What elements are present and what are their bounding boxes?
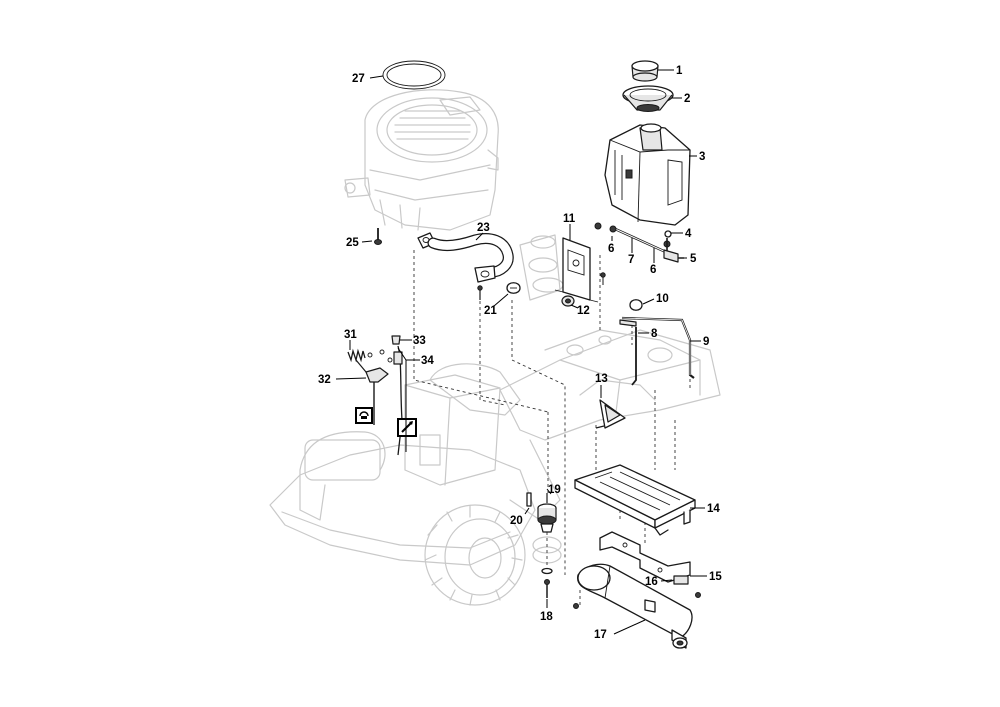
callout-8: 8 <box>651 328 658 340</box>
part-7-fuel-line <box>609 225 671 255</box>
part-6-clamp <box>594 222 602 230</box>
leader-lines <box>335 69 707 635</box>
callout-12: 12 <box>577 305 590 317</box>
callout-4: 4 <box>685 228 692 240</box>
part-19-fuel-filter <box>537 493 557 533</box>
callout-6a: 6 <box>608 243 614 255</box>
callout-32: 32 <box>318 374 331 386</box>
part-27-gasket-ring <box>382 60 446 90</box>
callout-labels: 1 2 3 4 5 6 6 7 8 9 10 11 12 13 14 15 16… <box>318 65 722 641</box>
part-8-cable <box>631 327 637 386</box>
part-14-heat-shield <box>574 464 696 536</box>
part-2-fuel-strainer <box>622 85 674 112</box>
callout-18: 18 <box>540 611 553 623</box>
part-10-clip <box>619 299 643 327</box>
callout-19: 19 <box>548 484 561 496</box>
callout-7: 7 <box>628 254 634 266</box>
callout-10: 10 <box>656 293 669 305</box>
throttle-decal-icon <box>397 418 417 437</box>
callout-2: 2 <box>684 93 690 105</box>
engine-ghost <box>344 89 499 231</box>
part-9-rod <box>621 316 695 379</box>
part-33-knob <box>391 335 401 345</box>
callout-5: 5 <box>690 253 697 265</box>
callout-34: 34 <box>421 355 434 367</box>
mower-chassis-ghost <box>269 234 721 606</box>
part-5-valve <box>663 249 684 263</box>
part-31-spring <box>347 348 366 363</box>
part-34-throttle-cable <box>393 345 403 456</box>
part-17-muffler <box>573 563 693 649</box>
part-13-shield-plate <box>595 399 626 429</box>
part-32-lever <box>355 349 393 425</box>
part-15-bracket <box>599 531 691 583</box>
callout-9: 9 <box>703 336 709 348</box>
part-3-fuel-tank <box>604 123 691 226</box>
callout-15: 15 <box>709 571 722 583</box>
part-21-hose-clamp <box>506 282 521 294</box>
callout-27: 27 <box>352 73 365 85</box>
part-11-bracket <box>554 237 606 303</box>
callout-1: 1 <box>676 65 683 77</box>
callout-21: 21 <box>484 305 497 317</box>
callout-14: 14 <box>707 503 720 515</box>
callout-25: 25 <box>346 237 359 249</box>
callout-11: 11 <box>563 213 576 225</box>
part-23-breather-hose <box>417 232 514 300</box>
callout-33: 33 <box>413 335 426 347</box>
part-12-grommet <box>561 295 575 307</box>
part-25-bolt <box>374 228 382 245</box>
part-20-pin <box>526 492 532 507</box>
callout-17: 17 <box>594 629 607 641</box>
callout-16: 16 <box>645 576 658 588</box>
part-16-clamp <box>673 575 701 598</box>
callout-13: 13 <box>595 373 608 385</box>
callout-20: 20 <box>510 515 523 527</box>
callout-31: 31 <box>344 329 357 341</box>
callout-23: 23 <box>477 222 490 234</box>
part-1-fuel-cap <box>631 60 659 82</box>
part-18-bolt <box>541 567 553 598</box>
part-4-washer <box>664 230 672 238</box>
callout-3: 3 <box>699 151 705 163</box>
assembly-guide-lines <box>413 250 691 605</box>
choke-decal-icon <box>355 407 373 424</box>
callout-6b: 6 <box>650 264 656 276</box>
